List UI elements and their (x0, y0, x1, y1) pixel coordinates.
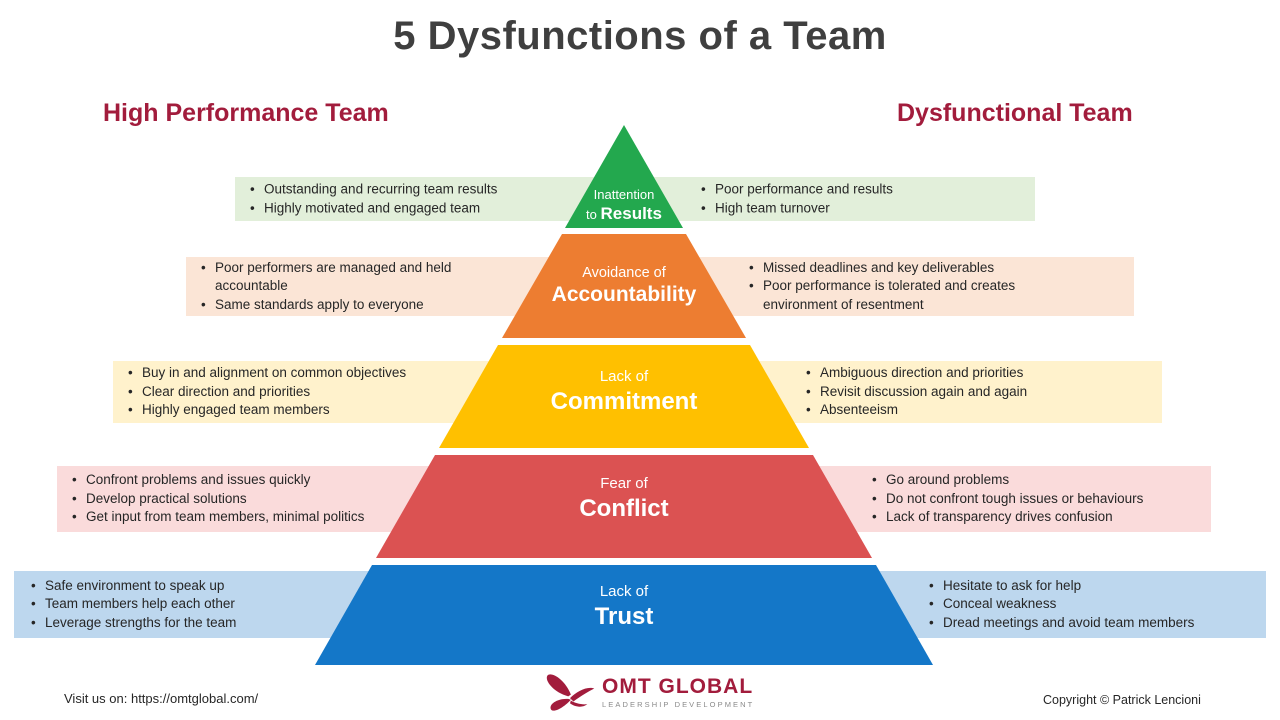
commitment-high-performance-points: Buy in and alignment on common objective… (125, 364, 455, 420)
label-conflict-keyword: Conflict (579, 494, 669, 522)
bullet-point: Lack of transparency drives confusion (869, 508, 1209, 527)
bullet-point: Clear direction and priorities (125, 383, 455, 402)
trust-high-performance-points: Safe environment to speak upTeam members… (28, 577, 358, 633)
bullet-point: Do not confront tough issues or behaviou… (869, 490, 1209, 509)
bullet-point: Same standards apply to everyone (198, 296, 488, 315)
bullet-point: Highly engaged team members (125, 401, 455, 420)
bullet-point: Poor performance and results (698, 180, 1028, 199)
copyright-notice: Copyright © Patrick Lencioni (1043, 693, 1201, 707)
bullet-point: Buy in and alignment on common objective… (125, 364, 455, 383)
label-commitment-line1: Lack of (599, 368, 649, 385)
bullet-point: Safe environment to speak up (28, 577, 358, 596)
conflict-dysfunctional-points: Go around problemsDo not confront tough … (869, 471, 1209, 527)
accountability-dysfunctional-points: Missed deadlines and key deliverablesPoo… (746, 259, 1086, 315)
bullet-point: Outstanding and recurring team results (247, 180, 577, 199)
pyramid-level-results (565, 125, 683, 228)
logo-name: OMT GLOBAL (602, 674, 754, 698)
label-results-line1: Inattention (593, 187, 655, 202)
band-commitment: Buy in and alignment on common objective… (113, 361, 1162, 423)
bullet-point: Absenteeism (803, 401, 1143, 420)
pyramid-level-conflict (376, 455, 872, 558)
bullet-point: Get input from team members, minimal pol… (69, 508, 409, 527)
results-dysfunctional-points: Poor performance and resultsHigh team tu… (698, 180, 1028, 217)
bullet-point: Poor performers are managed and held acc… (198, 259, 488, 296)
accountability-high-performance-points: Poor performers are managed and held acc… (198, 259, 488, 315)
bullet-point: Revisit discussion again and again (803, 383, 1143, 402)
bullet-point: Dread meetings and avoid team members (926, 614, 1266, 633)
label-accountability-line1: Avoidance of (582, 265, 666, 281)
pyramid-level-commitment (439, 345, 809, 448)
conflict-high-performance-points: Confront problems and issues quicklyDeve… (69, 471, 409, 527)
butterfly-icon (546, 674, 595, 711)
label-accountability: Avoidance of Accountability (424, 264, 824, 308)
results-high-performance-points: Outstanding and recurring team resultsHi… (247, 180, 577, 217)
website-url: Visit us on: https://omtglobal.com/ (64, 691, 259, 706)
bullet-point: Highly motivated and engaged team (247, 199, 577, 218)
pyramid-level-accountability (502, 234, 746, 338)
bullet-point: Develop practical solutions (69, 490, 409, 509)
label-accountability-keyword: Accountability (551, 283, 697, 307)
logo-text: OMT GLOBAL LEADERSHIP DEVELOPMENT (602, 676, 754, 709)
bullet-point: High team turnover (698, 199, 1028, 218)
label-trust-keyword: Trust (594, 602, 654, 630)
dysfunctional-header: Dysfunctional Team (897, 99, 1133, 127)
omt-global-logo: OMT GLOBAL LEADERSHIP DEVELOPMENT (544, 670, 754, 714)
page-title: 5 Dysfunctions of a Team (393, 14, 887, 58)
label-results-keyword: Results (600, 204, 662, 224)
bullet-point: Team members help each other (28, 595, 358, 614)
label-trust-line1: Lack of (599, 583, 649, 600)
bullet-point: Ambiguous direction and priorities (803, 364, 1143, 383)
label-commitment: Lack of Commitment (424, 368, 824, 417)
bullet-point: Confront problems and issues quickly (69, 471, 409, 490)
bullet-point: Poor performance is tolerated and create… (746, 277, 1086, 314)
bullet-point: Hesitate to ask for help (926, 577, 1266, 596)
high-performance-header: High Performance Team (103, 99, 389, 127)
label-conflict: Fear of Conflict (424, 475, 824, 524)
label-results-prefix: to (586, 207, 601, 223)
bullet-point: Go around problems (869, 471, 1209, 490)
label-conflict-line1: Fear of (600, 475, 648, 492)
label-commitment-keyword: Commitment (550, 387, 698, 415)
pyramid-level-trust (315, 565, 933, 665)
commitment-dysfunctional-points: Ambiguous direction and prioritiesRevisi… (803, 364, 1143, 420)
label-trust: Lack of Trust (424, 583, 824, 632)
bullet-point: Missed deadlines and key deliverables (746, 259, 1086, 278)
trust-dysfunctional-points: Hesitate to ask for helpConceal weakness… (926, 577, 1266, 633)
logo-subtitle: LEADERSHIP DEVELOPMENT (602, 699, 755, 709)
bullet-point: Conceal weakness (926, 595, 1266, 614)
bullet-point: Leverage strengths for the team (28, 614, 358, 633)
label-results: Inattention to Results (424, 187, 824, 225)
